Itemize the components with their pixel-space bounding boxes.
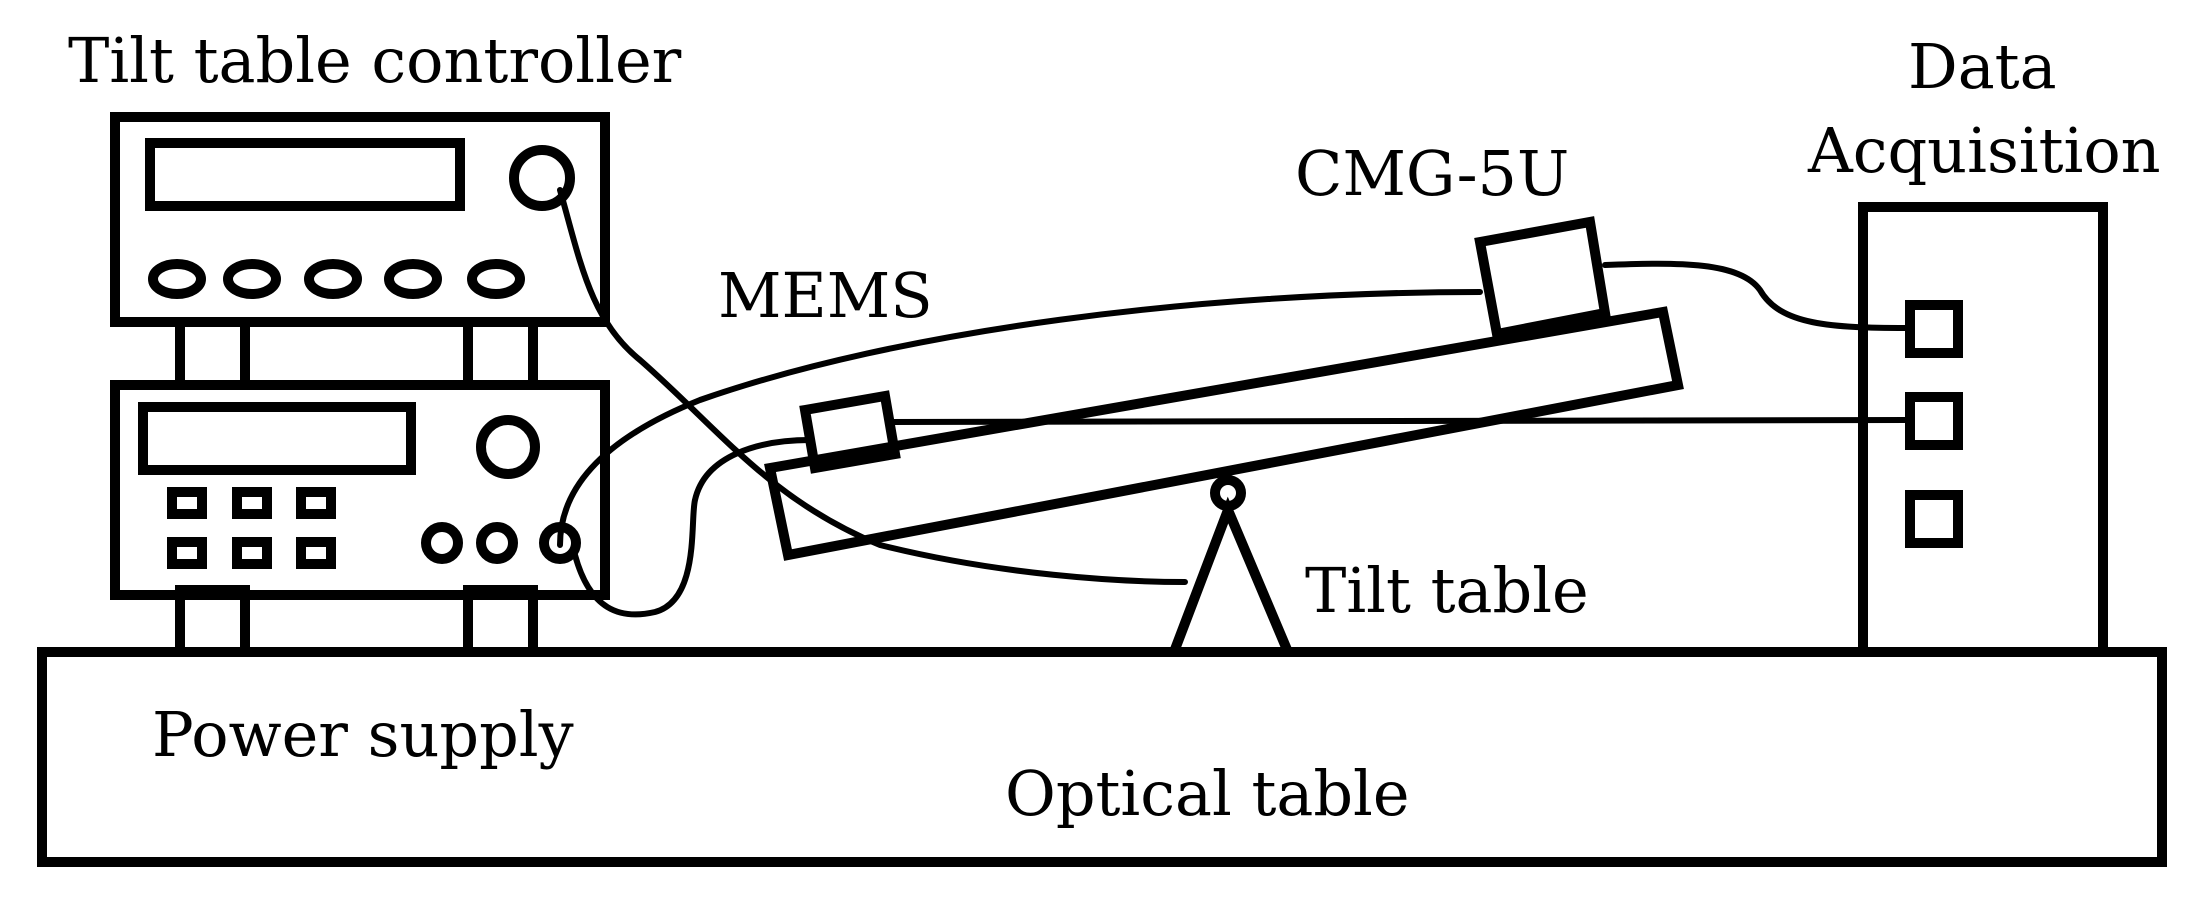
tilt-table-pivot [1210,475,1246,511]
data-acquisition-unit [1858,202,2108,657]
cable-mems-to-daq [887,417,1913,425]
daq-port-2 [1905,392,1963,450]
mems-label: MEMS [718,259,933,332]
tilt-table-label: Tilt table [1305,554,1589,627]
power-supply-knob [476,415,540,479]
tilt-table-platform [764,306,1684,561]
controller-knob [509,145,575,211]
power-supply-label: Power supply [152,698,574,771]
power-supply-button-grid [167,487,336,569]
tilt-table-controller-label: Tilt table controller [68,24,682,97]
cable-power-to-mems [572,437,813,618]
cable-power-to-cmg [557,289,1483,548]
controller-legs [175,317,538,390]
cable-controller-to-tilt-table [557,187,1188,585]
power-supply-terminals [421,522,581,564]
cmg-5u-label: CMG-5U [1295,137,1569,210]
cable-cmg-to-daq [1602,260,1913,331]
data-acquisition-label-line2: Acquisition [1807,114,2161,187]
daq-port-3 [1905,490,1963,548]
optical-table-label: Optical table [1005,757,1410,830]
controller-display [145,138,465,211]
tilt-table-controller [110,112,610,327]
power-supply [110,380,610,600]
cables [557,187,1913,618]
cmg-5u-sensor [1474,216,1611,340]
controller-buttons [148,259,525,299]
optical-table [37,647,2167,867]
mems-sensor [799,390,901,474]
data-acquisition-label-line1: Data [1908,30,2057,103]
power-supply-display [138,402,416,475]
tilt-table-stand [1166,475,1296,657]
daq-port-1 [1905,300,1963,358]
